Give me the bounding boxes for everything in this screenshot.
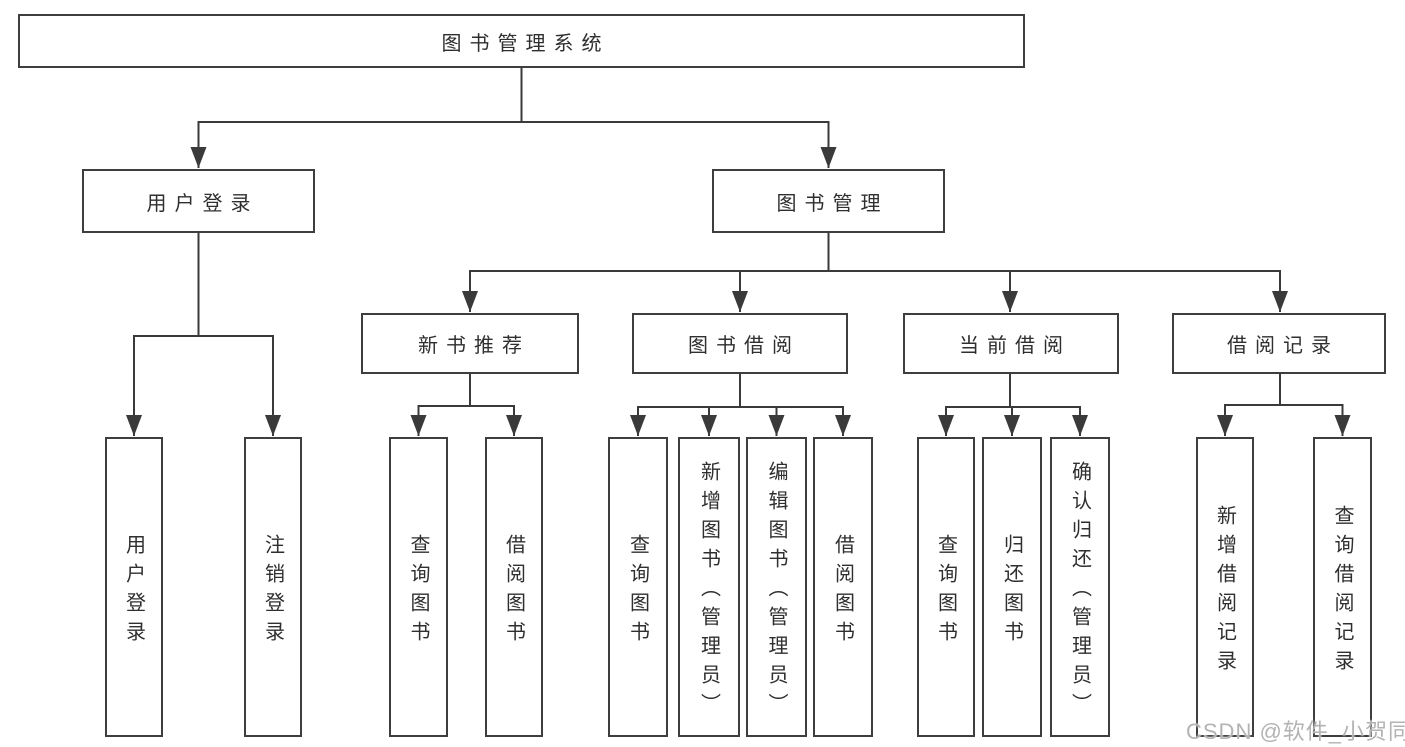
node-new-book-recommend: 新书推荐 (361, 313, 579, 374)
leaf-label: 新增借阅记录 (1213, 504, 1236, 679)
leaf-borrow-books-recommend: 借阅图书 (485, 437, 543, 737)
connector-book-mgmt-children (462, 233, 1288, 312)
leaf-label: 查询图书 (407, 533, 429, 650)
leaf-label: 确认归还（管理员） (1068, 461, 1091, 722)
csdn-watermark: CSDN @软件_小贺同学 (1186, 719, 1405, 744)
leaf-return-books: 归还图书 (982, 437, 1042, 737)
node-root-system: 图书管理系统 (18, 14, 1025, 68)
leaf-logout: 注销登录 (244, 437, 302, 737)
connector-root-to-level2 (190, 68, 837, 168)
leaf-label: 借阅图书 (502, 533, 525, 650)
leaf-edit-books-admin: 编辑图书（管理员） (746, 437, 807, 737)
node-label: 图书借阅 (688, 335, 800, 357)
leaf-borrow-books: 借阅图书 (813, 437, 873, 737)
leaf-label: 归还图书 (1000, 533, 1023, 650)
connector-new-books-children (410, 374, 522, 436)
node-label: 用户登录 (146, 192, 259, 215)
leaf-label: 新增图书（管理员） (697, 461, 720, 722)
connector-user-login-children (126, 233, 281, 436)
node-label: 借阅记录 (1227, 335, 1339, 357)
node-borrow-records: 借阅记录 (1172, 313, 1386, 374)
node-label: 图书管理 (776, 192, 889, 215)
leaf-user-login: 用户登录 (105, 437, 163, 737)
connector-book-borrow-children (630, 374, 851, 436)
leaf-label: 编辑图书（管理员） (765, 461, 787, 722)
node-label: 当前借阅 (959, 335, 1071, 357)
node-book-management: 图书管理 (712, 169, 945, 233)
leaf-label: 借阅图书 (831, 533, 854, 650)
leaf-query-books-borrow: 查询图书 (608, 437, 668, 737)
connector-current-borrow-children (938, 374, 1088, 436)
node-label: 图书管理系统 (441, 32, 610, 55)
node-user-login: 用户登录 (82, 169, 315, 233)
leaf-query-borrow-record: 查询借阅记录 (1313, 437, 1372, 737)
leaf-confirm-return-admin: 确认归还（管理员） (1050, 437, 1110, 737)
leaf-add-borrow-record: 新增借阅记录 (1196, 437, 1254, 737)
connector-borrow-records-children (1217, 374, 1351, 436)
leaf-label: 用户登录 (122, 533, 145, 650)
leaf-query-books-current: 查询图书 (917, 437, 975, 737)
leaf-query-books-recommend: 查询图书 (389, 437, 448, 737)
leaf-label: 查询借阅记录 (1331, 504, 1353, 679)
node-label: 新书推荐 (418, 335, 530, 357)
leaf-add-books-admin: 新增图书（管理员） (678, 437, 740, 737)
node-current-borrow: 当前借阅 (903, 313, 1119, 374)
leaf-label: 注销登录 (261, 533, 284, 650)
node-book-borrow: 图书借阅 (632, 313, 848, 374)
leaf-label: 查询图书 (934, 533, 957, 650)
leaf-label: 查询图书 (626, 533, 649, 650)
